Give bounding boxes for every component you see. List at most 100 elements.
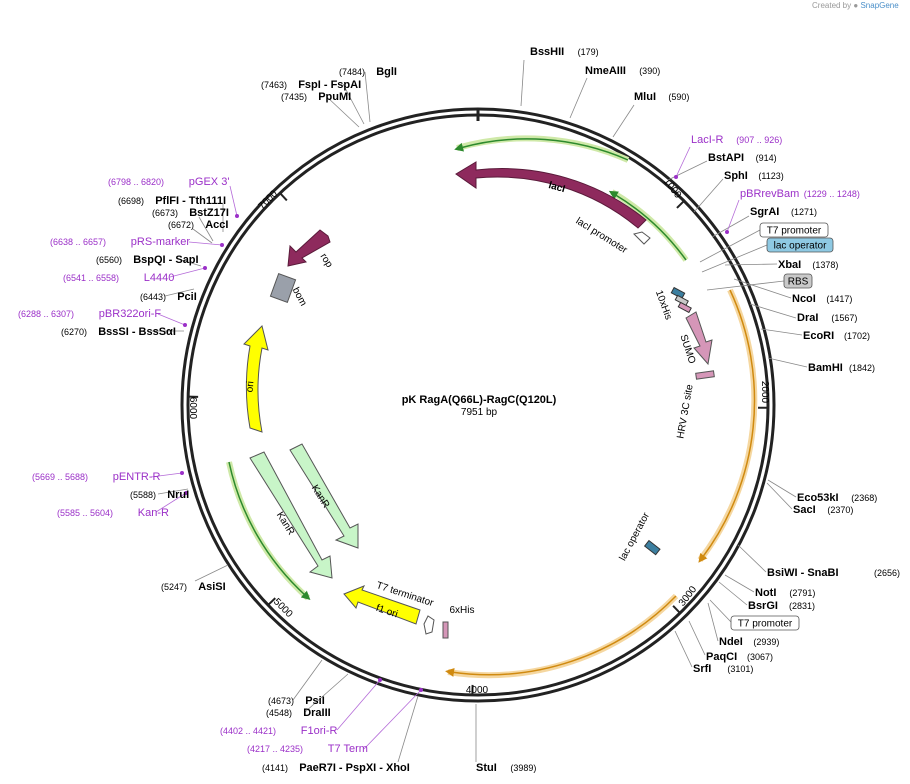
- primer-label[interactable]: LacI-R(907 .. 926): [691, 134, 782, 146]
- leader-line: [304, 673, 349, 713]
- orf-arc-bottom-line: [445, 595, 677, 677]
- enzyme-label[interactable]: BsrGI(2831): [748, 600, 815, 612]
- primer-label[interactable]: (5669 .. 5688)pENTR-R: [32, 471, 161, 483]
- enzyme-label[interactable]: BssHII (179): [530, 46, 599, 58]
- enzyme-label[interactable]: SphI(1123): [724, 170, 784, 182]
- boxed-feature-text: lac operator: [774, 241, 827, 252]
- enzyme-label[interactable]: (5588)NruI: [130, 489, 189, 501]
- enzyme-name: SrfI: [693, 663, 711, 675]
- enzyme-label[interactable]: DraI(1567): [797, 312, 857, 324]
- enzyme-label[interactable]: (4548)DraIII: [266, 707, 331, 719]
- enzyme-label[interactable]: (6672)AccI: [168, 219, 228, 231]
- leader-line: [155, 492, 187, 513]
- enzyme-label[interactable]: SacI(2370): [793, 504, 853, 516]
- feature-label: ori: [245, 381, 257, 393]
- leader-line: [724, 263, 778, 266]
- primer-label[interactable]: pBRrevBam(1229 .. 1248): [740, 188, 860, 200]
- enzyme-label[interactable]: StuI(3989): [476, 762, 536, 774]
- primer-site-mark: [183, 323, 187, 327]
- enzyme-position: (590): [668, 92, 689, 102]
- boxed-feature[interactable]: T7 promoter: [759, 222, 829, 238]
- orf-arc-right: [697, 288, 758, 562]
- enzyme-label[interactable]: NmeAIII(390): [585, 65, 660, 77]
- enzyme-label[interactable]: EcoRI(1702): [803, 330, 870, 342]
- enzyme-label[interactable]: (5247)AsiSI: [161, 581, 226, 593]
- enzyme-label[interactable]: XbaI (1378): [778, 259, 838, 271]
- enzyme-label[interactable]: NdeI(2939): [719, 636, 779, 648]
- enzyme-position: (1378): [812, 260, 838, 270]
- primer-label[interactable]: (6638 .. 6657)pRS-marker: [50, 236, 190, 248]
- enzyme-name: DraI: [797, 312, 818, 324]
- enzyme-label[interactable]: (4141)PaeR7I - PspXI - XhoI: [262, 762, 410, 774]
- leader-line: [150, 472, 183, 478]
- orf-arc-right-line: [698, 289, 756, 563]
- leader-line: [667, 160, 708, 181]
- enzyme-label[interactable]: BstAPI(914): [708, 152, 777, 164]
- enzyme-label[interactable]: (4673)PsiI: [268, 695, 325, 707]
- leader-line: [711, 215, 750, 238]
- primer-name: pBR322ori-F: [99, 308, 162, 320]
- primer-site-mark: [674, 175, 678, 179]
- leader-line: [188, 241, 223, 246]
- leader-line: [192, 228, 213, 244]
- boxed-feature[interactable]: T7 promoter: [730, 615, 800, 631]
- enzyme-label[interactable]: NotI(2791): [755, 587, 815, 599]
- enzyme-label[interactable]: (7435) PpuMI: [281, 91, 351, 103]
- enzyme-name: PpuMI: [318, 91, 351, 103]
- enzyme-position: (179): [578, 47, 599, 57]
- enzyme-label[interactable]: (6673)BstZ17I: [152, 207, 229, 219]
- enzyme-label[interactable]: SgrAI(1271): [750, 206, 817, 218]
- boxed-feature-text: T7 promoter: [767, 226, 822, 237]
- scale-tick-label: 4000: [466, 685, 489, 696]
- snapgene-credit: Created by ● SnapGene: [812, 1, 899, 10]
- enzyme-label[interactable]: (6560)BspQI - SapI: [96, 254, 199, 266]
- scale-tick-label: 7000: [256, 188, 280, 212]
- leader-line: [292, 659, 323, 701]
- primer-position: (5585 .. 5604): [57, 508, 113, 518]
- enzyme-label[interactable]: (6270)BssSI - BssSαI: [61, 326, 176, 338]
- primer-label[interactable]: (6541 .. 6558)L4440: [63, 272, 174, 284]
- primer-label[interactable]: (6288 .. 6307)pBR322ori-F: [18, 308, 161, 320]
- primer-label[interactable]: (4217 .. 4235)T7 Term: [247, 743, 368, 755]
- hrv-3c-site-feature-box: [695, 370, 715, 380]
- enzyme-name: BssHII: [530, 46, 564, 58]
- enzyme-label[interactable]: (7484)BglI: [339, 66, 397, 78]
- enzyme-label[interactable]: NcoI(1417): [792, 293, 852, 305]
- enzyme-label[interactable]: MluI(590): [634, 91, 689, 103]
- leader-line: [693, 178, 724, 213]
- scale-tick-marks: [188, 192, 768, 695]
- primer-label[interactable]: (4402 .. 4421)F1ori-R: [220, 725, 338, 737]
- leader-line: [724, 574, 755, 593]
- 10xhis-feature-box: [670, 286, 686, 300]
- leader-line: [674, 630, 693, 668]
- primer-position: (5669 .. 5688): [32, 472, 88, 482]
- enzyme-label[interactable]: (6698)PflFI - Tth111I: [118, 195, 226, 207]
- feature-label: SUMO: [678, 333, 698, 365]
- leader-line: [364, 71, 371, 123]
- enzyme-label[interactable]: (7463)FspI - FspAI: [261, 79, 361, 91]
- enzyme-position: (6698): [118, 196, 144, 206]
- enzyme-label[interactable]: (6443)PciI: [140, 291, 197, 303]
- enzyme-name: XbaI: [778, 259, 801, 271]
- enzyme-position: (3067): [747, 652, 773, 662]
- enzyme-label[interactable]: PaqCI(3067): [706, 651, 773, 663]
- enzyme-name: NcoI: [792, 293, 816, 305]
- enzyme-label[interactable]: BsiWI - SnaBI(2656): [767, 567, 900, 579]
- boxed-feature[interactable]: RBS: [783, 273, 813, 289]
- enzyme-name: SgrAI: [750, 206, 779, 218]
- enzyme-label[interactable]: SrfI(3101): [693, 663, 753, 675]
- boxed-feature[interactable]: lac operator: [766, 237, 834, 253]
- enzyme-position: (7435): [281, 92, 307, 102]
- feature-label: HRV 3C site: [675, 383, 695, 439]
- feature-label: 6xHis: [449, 605, 474, 616]
- primer-site-mark: [184, 491, 188, 495]
- enzyme-label[interactable]: Eco53kI(2368): [797, 492, 877, 504]
- primer-label[interactable]: (5585 .. 5604)Kan-R: [57, 507, 169, 519]
- label-leader-lines: [150, 59, 808, 763]
- enzyme-name: FspI - FspAI: [298, 79, 361, 91]
- ori-feature-arrow: [243, 325, 269, 433]
- enzyme-position: (1702): [844, 331, 870, 341]
- primer-label[interactable]: (6798 .. 6820)pGEX 3': [108, 176, 229, 188]
- enzyme-label[interactable]: BamHI(1842): [808, 362, 875, 374]
